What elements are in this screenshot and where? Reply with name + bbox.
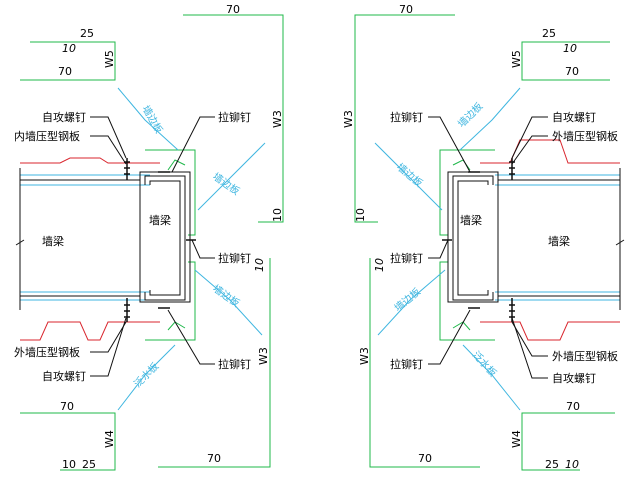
left-callout-upper-a: 墙边板 xyxy=(139,103,165,135)
right-label-outer-sheet-top: 外墙压型钢板 xyxy=(552,129,618,143)
right-label-beam-inner: 墙梁 xyxy=(460,213,482,227)
right-dim-bottom-outer-70: 70 xyxy=(418,452,432,465)
right-label-rivet-bottom: 拉铆钉 xyxy=(390,357,423,371)
left-callout-lower-b: 泛水板 xyxy=(131,360,161,390)
right-dim-10-upper: 10 xyxy=(354,208,367,222)
right-dim-top-inner-70: 70 xyxy=(565,65,579,78)
left-dim-w5: W5 xyxy=(103,50,116,68)
left-callouts xyxy=(117,87,266,411)
right-dim-w4: W4 xyxy=(510,430,523,448)
right-label-beam: 墙梁 xyxy=(548,234,570,248)
right-callout-lower-b: 泛水板 xyxy=(470,348,500,379)
left-label-rivet-bottom: 拉铆钉 xyxy=(218,357,251,371)
right-dim-bottom-10: 10 xyxy=(565,458,579,471)
left-dim-bottom-10: 10 xyxy=(62,458,76,471)
left-label-inner-sheet: 内墙压型钢板 xyxy=(14,129,80,143)
right-callout-lower-a: 墙边板 xyxy=(392,285,423,314)
right-callouts xyxy=(374,87,521,411)
left-dim-top-10: 10 xyxy=(62,42,76,55)
right-dim-top-25: 25 xyxy=(542,27,556,40)
right-dim-w5: W5 xyxy=(510,50,523,68)
right-label-rivet-top: 拉铆钉 xyxy=(390,110,423,124)
right-leaders xyxy=(428,116,548,379)
left-detail: 25 10 70 W5 70 W3 10 10 W3 70 W4 10 25 7… xyxy=(14,3,284,471)
left-dim-bottom-25: 25 xyxy=(82,458,96,471)
left-dim-bottom-70: 70 xyxy=(60,400,74,413)
left-leaders xyxy=(90,116,215,377)
right-dim-top-10: 10 xyxy=(563,42,577,55)
left-callout-lower-a: 墙边板 xyxy=(210,282,242,310)
right-detail: 70 25 10 70 W5 W3 10 10 W3 70 W4 25 10 7… xyxy=(342,3,625,471)
right-dim-10-lower: 10 xyxy=(373,258,386,272)
right-wall-beam xyxy=(447,168,625,310)
left-dim-top-outer-70: 70 xyxy=(226,3,240,16)
right-label-screw-bottom: 自攻螺钉 xyxy=(552,371,596,385)
right-dim-bottom-25: 25 xyxy=(545,458,559,471)
right-dim-top-outer-70: 70 xyxy=(399,3,413,16)
left-dim-w3-upper: W3 xyxy=(271,110,284,128)
left-wall-beam xyxy=(15,168,191,310)
right-dim-w3-lower: W3 xyxy=(358,347,371,365)
right-screws xyxy=(442,158,515,322)
left-dim-top-70: 70 xyxy=(58,65,72,78)
right-label-rivet-mid: 拉铆钉 xyxy=(390,251,423,265)
left-label-screw-top: 自攻螺钉 xyxy=(42,110,86,124)
right-callout-upper-b: 墙边板 xyxy=(394,160,425,189)
left-dim-w3-lower: W3 xyxy=(257,347,270,365)
left-label-screw-bottom: 自攻螺钉 xyxy=(42,369,86,383)
left-flashing-profile xyxy=(20,14,284,471)
left-label-rivet-mid: 拉铆钉 xyxy=(218,251,251,265)
right-label-screw-top: 自攻螺钉 xyxy=(552,110,596,124)
left-label-outer-sheet: 外墙压型钢板 xyxy=(14,345,80,359)
left-dim-10-lower: 10 xyxy=(253,258,266,272)
left-profile-sheets xyxy=(20,157,160,341)
left-screws xyxy=(124,158,196,322)
right-callout-upper-a: 墙边板 xyxy=(455,100,485,130)
left-dim-10-upper: 10 xyxy=(271,208,284,222)
left-label-beam: 墙梁 xyxy=(42,234,64,248)
right-dim-bottom-70: 70 xyxy=(566,400,580,413)
left-sheet-lines xyxy=(20,174,150,301)
left-dim-w4: W4 xyxy=(103,430,116,448)
left-dim-bottom-outer-70: 70 xyxy=(207,452,221,465)
left-dim-top-25: 25 xyxy=(80,27,94,40)
left-label-rivet-top: 拉铆钉 xyxy=(218,110,251,124)
right-sheet-lines xyxy=(495,174,620,301)
right-label-outer-sheet-bottom: 外墙压型钢板 xyxy=(552,349,618,363)
right-dim-w3-upper: W3 xyxy=(342,110,355,128)
left-label-beam-inner: 墙梁 xyxy=(149,213,171,227)
